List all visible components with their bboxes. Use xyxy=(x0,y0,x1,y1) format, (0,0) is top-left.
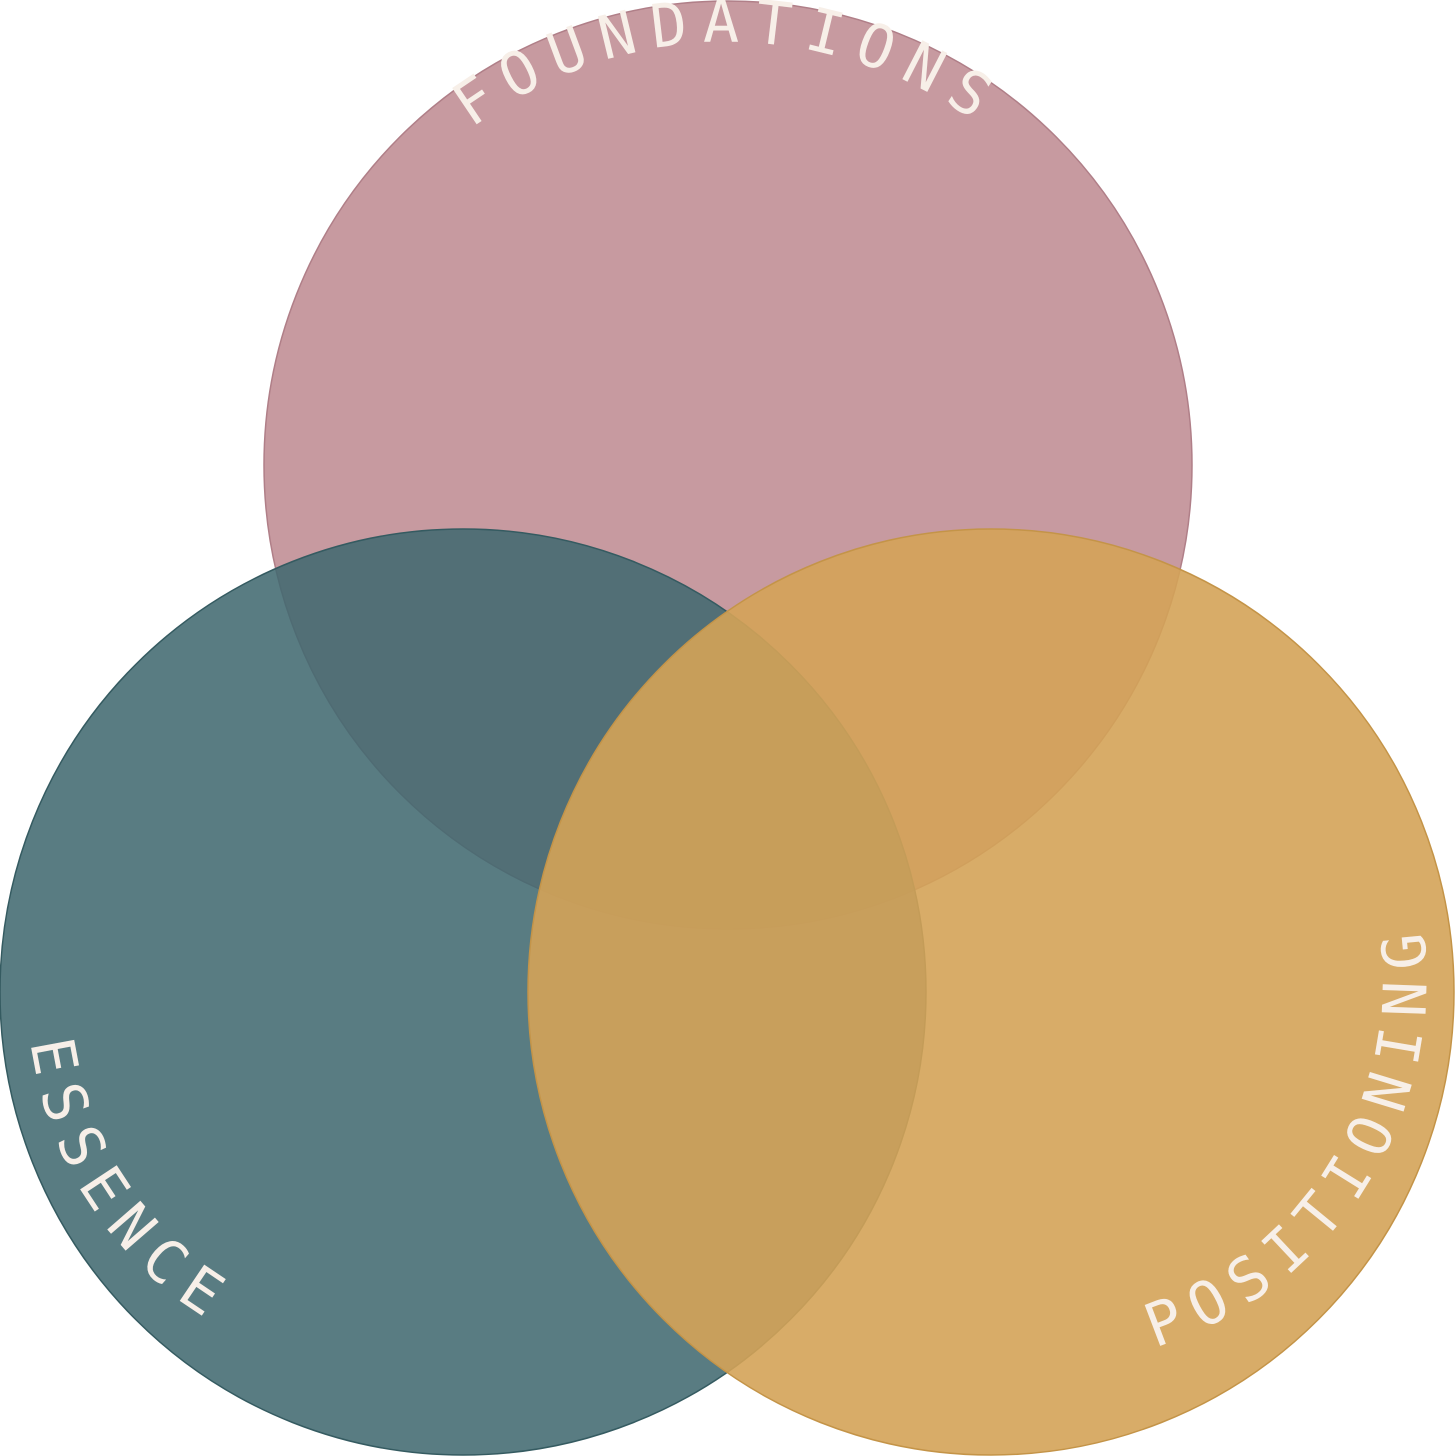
circle-positioning xyxy=(527,528,1455,1456)
